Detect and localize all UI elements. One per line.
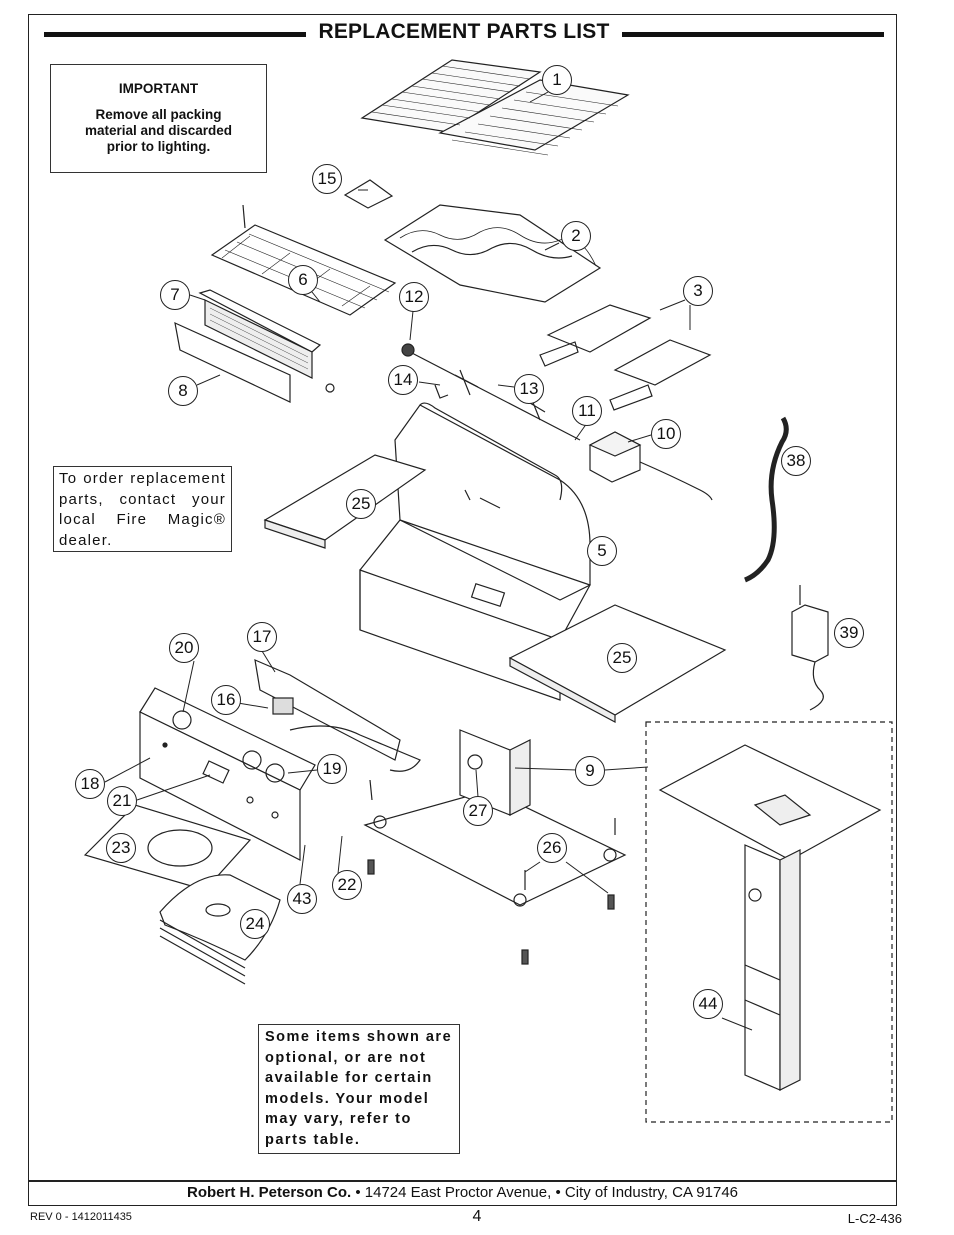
callout-21: 21 [107,786,137,816]
document-code: L-C2-436 [847,1211,902,1226]
callout-8: 8 [168,376,198,406]
page-number: 4 [472,1208,482,1225]
callout-1: 1 [542,65,572,95]
order-parts-note: To order replacement parts, contact your… [53,466,232,552]
revision-code: REV 0 - 1412011435 [30,1211,132,1223]
company-address: • 14724 East Proctor Avenue, • City of I… [351,1184,739,1201]
company-name: Robert H. Peterson Co. [186,1184,352,1201]
callout-17: 17 [247,622,277,652]
callout-39: 39 [834,618,864,648]
transformer [791,585,829,711]
callout-43: 43 [287,884,317,914]
rotisserie-motor [588,431,713,501]
callout-25-left: 25 [346,489,376,519]
post-detail [658,744,882,1091]
infrared-burner [174,289,335,403]
callout-25-right: 25 [607,643,637,673]
callout-15: 15 [312,164,342,194]
callout-2: 2 [561,221,591,251]
page-title: REPLACEMENT PARTS LIST [44,20,884,44]
callout-16: 16 [211,685,241,715]
warming-rack [210,204,397,316]
callout-19: 19 [317,754,347,784]
important-heading: IMPORTANT [118,81,199,96]
callout-44: 44 [693,989,723,1019]
callout-11: 11 [572,396,602,426]
control-panel [139,687,316,861]
callout-5: 5 [587,536,617,566]
callout-7: 7 [160,280,190,310]
callout-18: 18 [75,769,105,799]
callout-24: 24 [240,909,270,939]
pedestal [363,729,627,965]
callout-38: 38 [781,446,811,476]
callout-14: 14 [388,365,418,395]
callout-10: 10 [651,419,681,449]
callout-26: 26 [537,833,567,863]
title-rule-right [622,32,884,37]
callout-9: 9 [575,756,605,786]
important-line-2: material and discarded [84,123,233,138]
callout-20: 20 [169,633,199,663]
rotisserie [401,343,581,441]
callout-23: 23 [106,833,136,863]
callout-3: 3 [683,276,713,306]
callout-22: 22 [332,870,362,900]
company-footer: Robert H. Peterson Co. • 14724 East Proc… [28,1184,897,1201]
optional-items-note: Some items shown are optional, or are no… [258,1024,460,1154]
important-line-1: Remove all packing [95,107,222,122]
important-notice: IMPORTANT Remove all packing material an… [50,64,267,173]
callout-6: 6 [288,265,318,295]
callout-27: 27 [463,796,493,826]
title-rule-left [44,32,306,37]
burners [539,304,712,411]
callout-12: 12 [399,282,429,312]
title-row: REPLACEMENT PARTS LIST [44,20,884,48]
grill-head [359,402,591,701]
callout-13: 13 [514,374,544,404]
important-line-3: prior to lighting. [106,139,211,154]
page-frame [28,14,897,1206]
cooking-grids [360,59,630,156]
footer-rule [28,1180,897,1182]
